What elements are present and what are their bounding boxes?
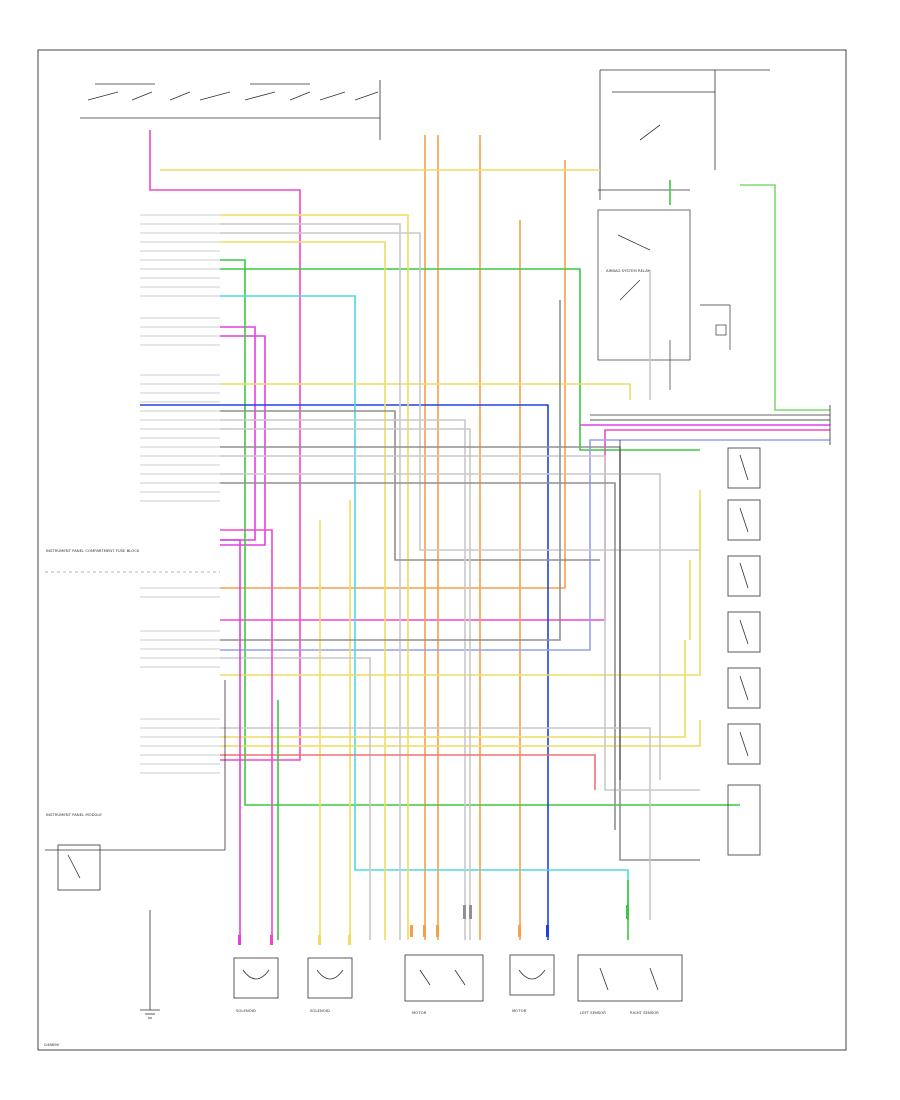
connector-c3 <box>140 587 220 774</box>
wire-cyan-1 <box>220 295 629 920</box>
wire-yellow-2 <box>220 241 386 940</box>
wire-yellow-1 <box>220 214 409 940</box>
component-box-4 <box>509 954 555 996</box>
wire-gray-7 <box>220 455 700 791</box>
wire-pink-3 <box>220 335 266 546</box>
wire-gray-3 <box>220 410 600 561</box>
right-relay-stack <box>727 447 761 856</box>
wire-gray-13 <box>220 727 651 920</box>
wire-pink-1 <box>149 130 301 761</box>
wire-gray-5 <box>220 428 471 940</box>
component-box-3 <box>404 954 484 1002</box>
wire-green-1 <box>220 259 740 806</box>
wire-gray-6 <box>220 446 700 861</box>
wire-magenta-1 <box>220 529 273 940</box>
wire-blue-2 <box>220 439 830 651</box>
label-left-sensor: LEFT SENSOR <box>580 1010 606 1015</box>
wire-gray-11 <box>220 300 561 641</box>
wire-orange-5 <box>220 160 566 589</box>
wire-gray-12 <box>220 657 371 940</box>
diagram-border <box>37 49 847 1051</box>
label-motor-2: MOTOR <box>512 1008 527 1013</box>
label-module: INSTRUMENT PANEL COMPARTMENT FUSE BLOCK <box>46 548 140 553</box>
wire-yellow-6 <box>220 640 686 738</box>
top-switch-block <box>80 69 770 200</box>
component-box-1 <box>233 957 279 999</box>
label-solenoid-1: SOLENOID <box>236 1008 256 1013</box>
wire-gray-9 <box>220 482 616 830</box>
wire-green-3 <box>740 184 830 411</box>
component-box-2 <box>307 957 353 999</box>
wire-blue-1 <box>140 404 549 940</box>
wire-pink-2 <box>220 326 256 541</box>
wire-pink-4 <box>220 429 830 621</box>
label-motor-1: MOTOR <box>412 1010 427 1015</box>
wire-gray-2 <box>220 232 700 551</box>
component-box-5 <box>577 954 683 1002</box>
terminal-marks <box>238 905 629 945</box>
footer-code: G48690 <box>44 1042 60 1047</box>
wire-yellow-3 <box>220 383 631 400</box>
connector-c2 <box>140 374 220 502</box>
label-solenoid-2: SOLENOID <box>310 1008 330 1013</box>
wire-red-1 <box>220 754 596 790</box>
wire-gray-4 <box>220 419 466 940</box>
wire-yellow-7 <box>220 720 701 747</box>
wire-gray-1 <box>220 223 401 940</box>
label-instrument: INSTRUMENT PANEL MODULE <box>46 812 102 817</box>
wire-gray-8 <box>220 473 661 780</box>
label-right-sensor: RIGHT SENSOR <box>630 1010 659 1015</box>
relay-block <box>597 209 731 390</box>
wire-layer <box>140 130 830 940</box>
wire-magenta-2 <box>220 539 241 940</box>
label-relay-block: AIRBAG SYSTEM RELAY <box>606 268 651 273</box>
connector-c1 <box>140 214 220 346</box>
bottom-components <box>45 405 831 1019</box>
